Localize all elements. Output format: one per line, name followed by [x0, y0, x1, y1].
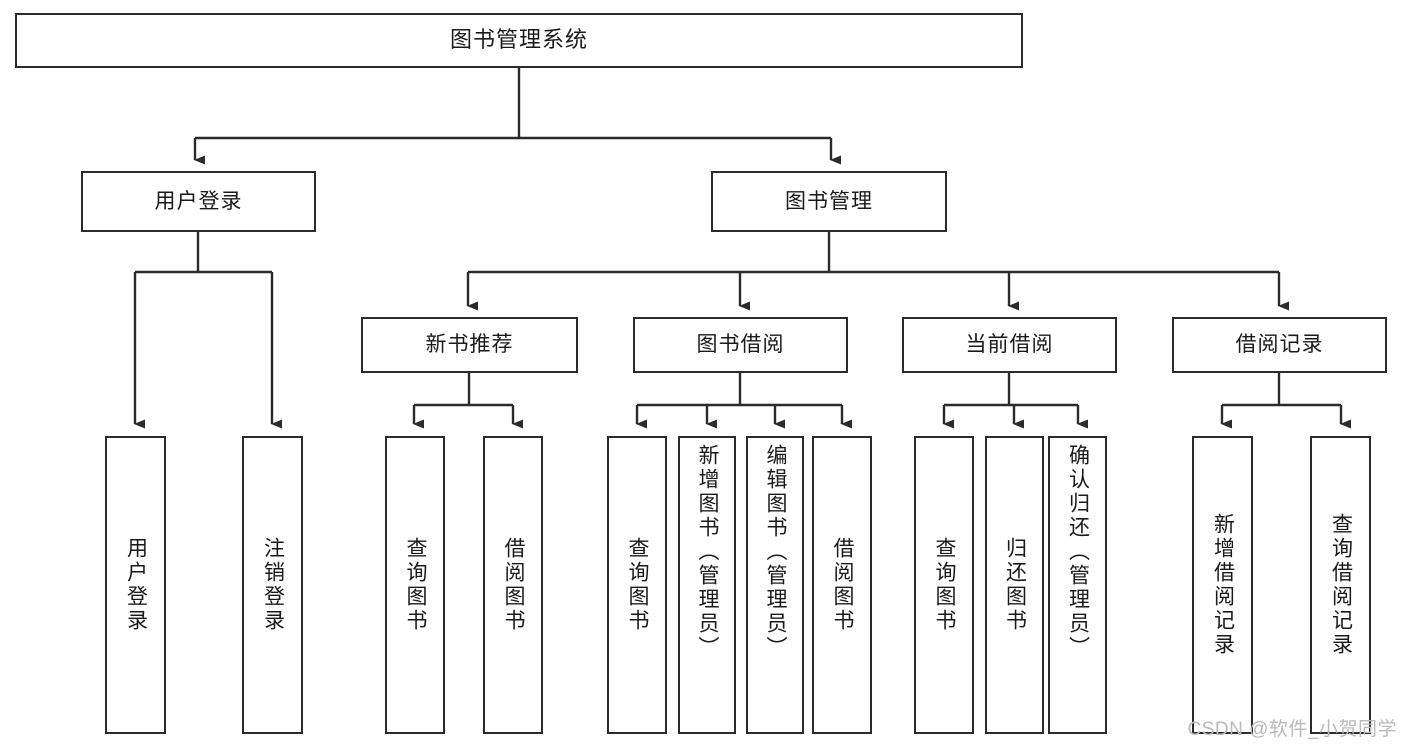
node-borrow-record[interactable]: 借阅记录 [1172, 317, 1387, 373]
node-label: 确认归还（管理员） [1066, 444, 1090, 660]
leaf-borrow-book[interactable]: 借阅图书 [812, 436, 872, 734]
node-label: 新书推荐 [425, 333, 514, 357]
leaf-search-book-current[interactable]: 查询图书 [914, 436, 974, 734]
node-label: 借阅图书 [831, 537, 855, 633]
leaf-return-book[interactable]: 归还图书 [985, 436, 1044, 734]
watermark: CSDN @软件_小贺同学 [1187, 719, 1397, 740]
node-current-borrow[interactable]: 当前借阅 [902, 317, 1117, 373]
node-label: 图书借阅 [696, 333, 785, 357]
node-label: 新增借阅记录 [1211, 513, 1235, 657]
leaf-add-borrow-record[interactable]: 新增借阅记录 [1192, 436, 1253, 734]
leaf-confirm-return-admin[interactable]: 确认归还（管理员） [1048, 436, 1107, 734]
node-label: 归还图书 [1003, 537, 1027, 633]
leaf-add-book-admin[interactable]: 新增图书（管理员） [678, 436, 736, 734]
node-label: 查询图书 [626, 537, 650, 633]
node-new-book-recommend[interactable]: 新书推荐 [361, 317, 578, 373]
node-label: 新增图书（管理员） [696, 444, 720, 660]
node-user-login[interactable]: 用户登录 [81, 171, 316, 232]
leaf-search-book-borrow[interactable]: 查询图书 [607, 436, 667, 734]
node-label: 图书管理 [785, 189, 873, 213]
node-book-borrow[interactable]: 图书借阅 [633, 317, 848, 373]
leaf-search-borrow-record[interactable]: 查询借阅记录 [1310, 436, 1371, 734]
node-label: 查询图书 [404, 537, 428, 633]
leaf-borrow-book-recommend[interactable]: 借阅图书 [483, 436, 543, 734]
node-label: 图书管理系统 [449, 27, 588, 53]
leaf-user-logout[interactable]: 注销登录 [242, 436, 303, 734]
node-label: 查询图书 [933, 537, 957, 633]
node-label: 借阅图书 [502, 537, 526, 633]
node-label: 注销登录 [261, 537, 285, 633]
node-book-management[interactable]: 图书管理 [711, 171, 947, 232]
leaf-edit-book-admin[interactable]: 编辑图书（管理员） [746, 436, 804, 734]
node-label: 用户登录 [124, 537, 148, 633]
node-label: 用户登录 [154, 189, 243, 213]
leaf-user-login[interactable]: 用户登录 [105, 436, 166, 734]
node-label: 当前借阅 [965, 333, 1054, 357]
node-label: 编辑图书（管理员） [764, 444, 788, 660]
node-label: 查询借阅记录 [1329, 513, 1353, 657]
node-label: 借阅记录 [1235, 333, 1324, 357]
node-root[interactable]: 图书管理系统 [15, 13, 1023, 68]
leaf-search-book-recommend[interactable]: 查询图书 [385, 436, 445, 734]
